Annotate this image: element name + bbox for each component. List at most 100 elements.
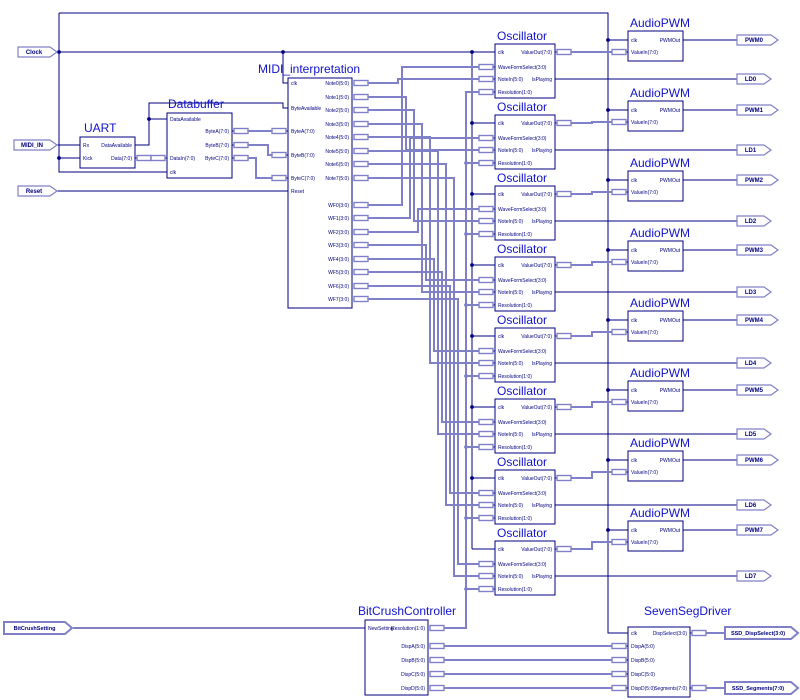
port-label: clk bbox=[631, 318, 638, 324]
bus-stub bbox=[478, 301, 494, 309]
port-label: WaveFormSelect(3:0) bbox=[498, 65, 547, 71]
bus-stub bbox=[556, 545, 572, 553]
block-audiopwm-1[interactable] bbox=[627, 100, 684, 132]
block-title-midi-interpretation: MIDI_interpretation bbox=[258, 62, 360, 76]
block-bitcrushcontroller[interactable] bbox=[364, 619, 429, 696]
output-pin-ld3[interactable] bbox=[736, 286, 773, 298]
bus-stub bbox=[611, 684, 627, 692]
output-pin-ld6[interactable] bbox=[736, 499, 773, 511]
bus-stub bbox=[353, 106, 369, 114]
junction-dot bbox=[470, 50, 474, 54]
output-pin-pwm7[interactable] bbox=[736, 524, 780, 536]
pin-label-pwm3: PWM3 bbox=[745, 248, 764, 254]
output-pin-ld4[interactable] bbox=[736, 357, 773, 369]
block-audiopwm-3[interactable] bbox=[627, 240, 684, 272]
port-label: WF3(3:0) bbox=[328, 243, 349, 249]
block-databuffer[interactable] bbox=[166, 112, 233, 179]
bus-stub bbox=[353, 241, 369, 249]
bus-stub bbox=[271, 151, 287, 159]
port-label: IsPlaying bbox=[532, 503, 553, 509]
bus-stub bbox=[611, 328, 627, 336]
bus-stub bbox=[271, 127, 287, 135]
port-label: Note1(5:0) bbox=[325, 95, 349, 101]
input-pin-midi-in[interactable] bbox=[13, 139, 59, 151]
junction-dot bbox=[464, 303, 468, 307]
block-oscillator-3[interactable] bbox=[494, 256, 556, 312]
input-pin-reset[interactable] bbox=[17, 185, 59, 197]
junction-dot bbox=[464, 587, 468, 591]
bus-stub bbox=[353, 93, 369, 101]
output-pin-ssd-dispselect[interactable] bbox=[724, 626, 800, 640]
bus-stub bbox=[478, 159, 494, 167]
port-label: Segments(7:0) bbox=[654, 686, 687, 692]
block-audiopwm-6[interactable] bbox=[627, 450, 684, 482]
output-pin-pwm0[interactable] bbox=[736, 34, 780, 46]
bus-stub bbox=[478, 88, 494, 96]
block-audiopwm-4[interactable] bbox=[627, 310, 684, 342]
bus-stub bbox=[611, 48, 627, 56]
bus-stub bbox=[353, 201, 369, 209]
output-pin-pwm3[interactable] bbox=[736, 244, 780, 256]
input-pin-clock[interactable] bbox=[17, 46, 59, 58]
wire bbox=[555, 191, 628, 195]
block-midi-interpretation[interactable] bbox=[287, 77, 353, 309]
wire bbox=[354, 66, 495, 206]
output-pin-ld1[interactable] bbox=[736, 144, 773, 156]
port-label: ValueIn(7:0) bbox=[631, 540, 658, 546]
port-label: clk bbox=[498, 405, 505, 411]
block-audiopwm-0[interactable] bbox=[627, 30, 684, 62]
bus-stub bbox=[478, 372, 494, 380]
block-oscillator-4[interactable] bbox=[494, 327, 556, 383]
pin-label-ld0: LD0 bbox=[745, 77, 757, 83]
block-oscillator-1[interactable] bbox=[494, 114, 556, 170]
output-pin-ld2[interactable] bbox=[736, 215, 773, 227]
port-label: NoteIn(5:0) bbox=[498, 290, 523, 296]
bus-stub bbox=[611, 656, 627, 664]
bus-stub bbox=[611, 538, 627, 546]
block-title-oscillator-0: Oscillator bbox=[497, 29, 547, 43]
output-pin-ld0[interactable] bbox=[736, 73, 773, 85]
input-pin-bitcrushsetting[interactable] bbox=[3, 621, 74, 635]
pin-label-ld2: LD2 bbox=[745, 219, 757, 225]
block-oscillator-2[interactable] bbox=[494, 185, 556, 241]
port-label: PWMOut bbox=[660, 38, 681, 44]
output-pin-pwm6[interactable] bbox=[736, 454, 780, 466]
bus-stub bbox=[611, 118, 627, 126]
block-audiopwm-2[interactable] bbox=[627, 170, 684, 202]
junction-dot bbox=[464, 232, 468, 236]
block-uart[interactable] bbox=[79, 136, 136, 169]
output-pin-pwm4[interactable] bbox=[736, 314, 780, 326]
port-label: Rx bbox=[83, 143, 90, 149]
bus-stub bbox=[478, 489, 494, 497]
block-title-audiopwm-6: AudioPWM bbox=[630, 436, 690, 450]
block-audiopwm-5[interactable] bbox=[627, 380, 684, 412]
port-label: PWMOut bbox=[660, 178, 681, 184]
output-pin-ssd-segments[interactable] bbox=[724, 681, 800, 695]
port-label: clk bbox=[631, 38, 638, 44]
output-pin-pwm1[interactable] bbox=[736, 104, 780, 116]
block-oscillator-0[interactable] bbox=[494, 43, 556, 99]
port-label: clk bbox=[170, 170, 177, 176]
output-pin-pwm5[interactable] bbox=[736, 384, 780, 396]
junction-dot bbox=[470, 121, 474, 125]
block-sevensegdriver[interactable] bbox=[627, 626, 691, 698]
bus-stub bbox=[478, 134, 494, 142]
port-label: NewSetting bbox=[368, 626, 394, 632]
block-oscillator-6[interactable] bbox=[494, 469, 556, 525]
output-pin-ld7[interactable] bbox=[736, 570, 773, 582]
port-label: clk bbox=[291, 81, 298, 87]
bus-stub bbox=[150, 154, 166, 162]
output-pin-pwm2[interactable] bbox=[736, 174, 780, 186]
block-audiopwm-7[interactable] bbox=[627, 520, 684, 552]
junction-dot bbox=[606, 388, 610, 392]
port-label: ValueOut(7:0) bbox=[521, 263, 552, 269]
block-oscillator-7[interactable] bbox=[494, 540, 556, 596]
port-label: PWMOut bbox=[660, 388, 681, 394]
junction-dot bbox=[606, 108, 610, 112]
block-oscillator-5[interactable] bbox=[494, 398, 556, 454]
bus-stub bbox=[353, 214, 369, 222]
port-label: ByteAvailable bbox=[291, 106, 321, 112]
wire bbox=[354, 136, 495, 364]
pin-label-pwm6: PWM6 bbox=[745, 458, 764, 464]
output-pin-ld5[interactable] bbox=[736, 428, 773, 440]
